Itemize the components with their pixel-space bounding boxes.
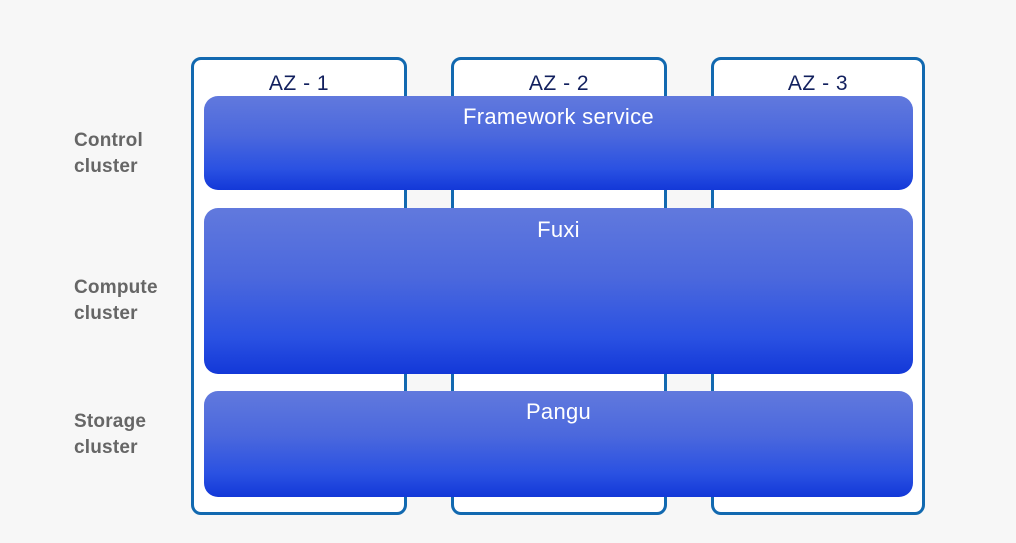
row-label-control-line1: Control <box>74 130 143 151</box>
band-title-framework-service: Framework service <box>463 104 654 129</box>
row-label-storage-line1: Storage <box>74 411 147 432</box>
az-title-az2: AZ - 2 <box>528 72 590 95</box>
row-label-compute-line1: Compute <box>74 277 158 298</box>
compute-cluster-band: Fuxi <box>204 208 913 374</box>
row-label-storage-line2: cluster <box>74 436 138 458</box>
az-title-az3: AZ - 3 <box>787 72 849 95</box>
row-label-storage-cluster: Storage cluster <box>74 409 194 460</box>
row-label-compute-line2: cluster <box>74 302 138 324</box>
row-label-compute-cluster: Compute cluster <box>74 275 194 326</box>
row-label-control-line2: cluster <box>74 155 138 177</box>
storage-cluster-band: Pangu <box>204 391 913 497</box>
band-title-fuxi: Fuxi <box>537 217 580 242</box>
band-title-pangu: Pangu <box>525 399 592 424</box>
control-cluster-band: Framework service <box>204 96 913 190</box>
az-title-az1: AZ - 1 <box>268 72 330 95</box>
row-label-control-cluster: Control cluster <box>74 128 194 179</box>
